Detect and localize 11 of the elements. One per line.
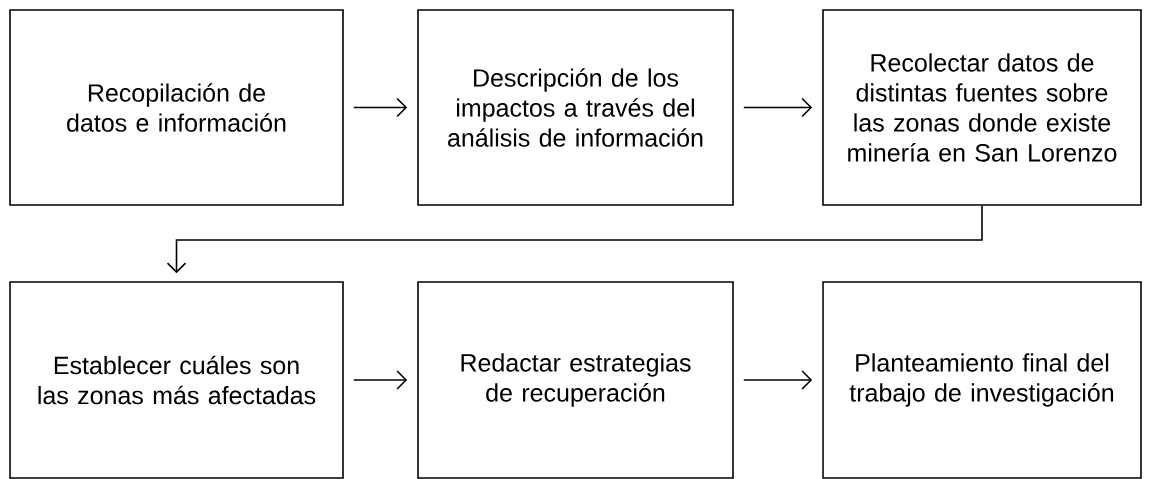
arrow — [353, 97, 408, 118]
arrow — [743, 97, 813, 118]
process-box: Descripción de los impactos a través del análisis de información — [417, 9, 734, 206]
process-box: Redactar estrategias de recuperación — [417, 281, 734, 479]
arrow — [743, 370, 813, 390]
process-box: Recopilación de datos e información — [9, 9, 344, 206]
arrow — [166, 205, 983, 274]
process-box: Planteamiento final del trabajo de investigación — [822, 281, 1142, 479]
process-box: Establecer cuáles son las zonas más afectadas — [9, 281, 344, 479]
process-box: Recolectar datos de distintas fuentes sobre las zonas donde existe minería en San Lorenzo — [822, 9, 1142, 206]
arrow — [353, 370, 408, 390]
